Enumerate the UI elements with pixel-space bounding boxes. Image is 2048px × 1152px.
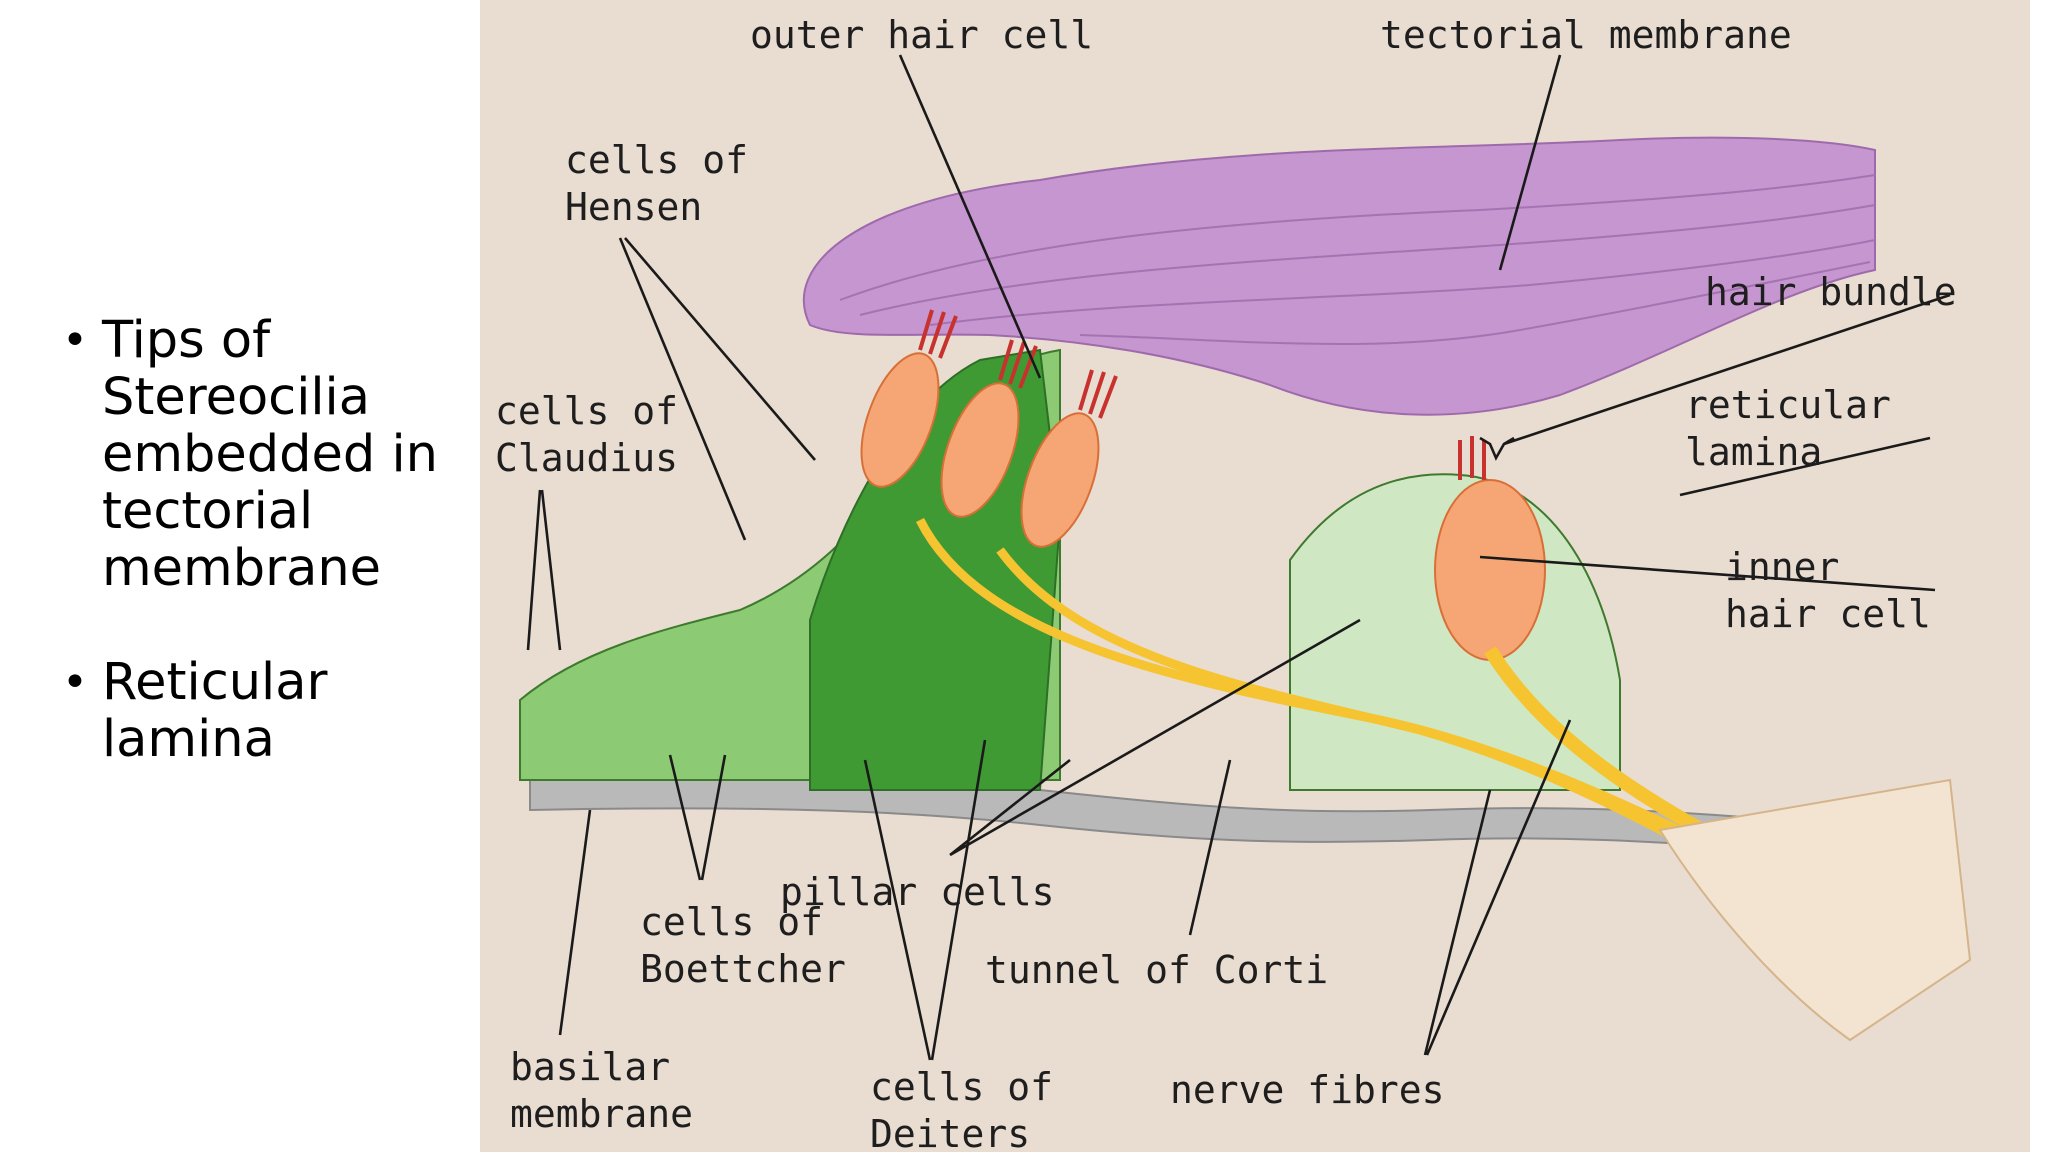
leader-line-tunnel-of-corti xyxy=(1188,759,1232,936)
outer-hair-cell-body xyxy=(940,382,1020,518)
label-boettcher-line2: Boettcher xyxy=(640,947,846,991)
stereocilia-bundle xyxy=(1458,436,1486,480)
label-reticular-line2: lamina xyxy=(1685,430,1822,474)
bullet-dot-icon: • xyxy=(62,657,88,708)
label-pillar-cells: pillar cells xyxy=(780,870,1055,914)
stereocilia-bundle xyxy=(1078,369,1118,419)
label-deiters-line1: cells of xyxy=(870,1065,1053,1109)
outer-hair-cell-body xyxy=(860,352,940,488)
leader-line-basilar-membrane xyxy=(558,809,592,1036)
leader-line-pillar-cells xyxy=(949,618,1361,857)
leader-line-tectorial-membrane xyxy=(1498,54,1562,271)
leader-line-nerve-fibres xyxy=(1423,719,1572,1056)
leader-line-boettcher xyxy=(668,754,727,881)
label-claudius-line1: cells of xyxy=(495,389,678,433)
tectorial-fibre xyxy=(839,174,1876,301)
bullet-text: Tips of Stereocilia embedded in tectoria… xyxy=(102,311,439,598)
stereocilia-bundle xyxy=(918,309,958,359)
label-hensen-line1: cells of xyxy=(565,138,748,182)
leader-line-hensen xyxy=(618,237,816,541)
label-boettcher-line1: cells of xyxy=(640,900,823,944)
label-nerve-fibres: nerve fibres xyxy=(1170,1068,1445,1112)
leader-line-hair-bundle xyxy=(1479,293,1951,461)
leader-line-claudius xyxy=(526,489,562,651)
label-basilar-line2: membrane xyxy=(510,1092,693,1136)
label-claudius-line2: Claudius xyxy=(495,436,678,480)
stereocilia-bundle xyxy=(998,339,1038,389)
leader-line-deiters xyxy=(863,739,987,1061)
label-hensen-line2: Hensen xyxy=(565,185,702,229)
organ-of-corti-diagram: outer hair cell tectorial membrane cells… xyxy=(480,0,2030,1152)
label-inner-line1: inner xyxy=(1725,545,1839,589)
label-tunnel-of-corti: tunnel of Corti xyxy=(985,948,1328,992)
leader-line-reticular-lamina xyxy=(1679,436,1931,497)
inner-hair-cell-body xyxy=(1434,479,1546,661)
label-outer-hair-cell: outer hair cell xyxy=(750,13,1093,57)
slide-bullet-list: • Tips of Stereocilia embedded in tectori… xyxy=(58,312,458,768)
label-deiters-line2: Deiters xyxy=(870,1112,1030,1152)
tectorial-membrane-shape xyxy=(802,136,1876,416)
label-tectorial-membrane: tectorial membrane xyxy=(1380,13,1792,57)
label-hair-bundle: hair bundle xyxy=(1705,270,1957,314)
bullet-item: • Tips of Stereocilia embedded in tectori… xyxy=(58,312,458,597)
tectorial-fibre xyxy=(1079,261,1871,346)
label-inner-line2: hair cell xyxy=(1725,592,1931,636)
outer-hair-cell-body xyxy=(1020,412,1100,548)
tectorial-fibre xyxy=(929,239,1876,326)
bullet-text: Reticular lamina xyxy=(102,653,328,769)
bullet-item: • Reticular lamina xyxy=(58,654,458,768)
tectorial-fibre xyxy=(859,204,1876,316)
label-reticular-line1: reticular xyxy=(1685,383,1891,427)
diagram-canvas: outer hair cell tectorial membrane cells… xyxy=(495,13,1972,1152)
bullet-dot-icon: • xyxy=(62,315,88,366)
bony-spiral-lamina xyxy=(1658,778,1972,1042)
leader-line-inner-hair-cell xyxy=(1479,555,1936,592)
label-basilar-line1: basilar xyxy=(510,1045,670,1089)
leader-line-outer-hair-cell xyxy=(898,54,1042,379)
